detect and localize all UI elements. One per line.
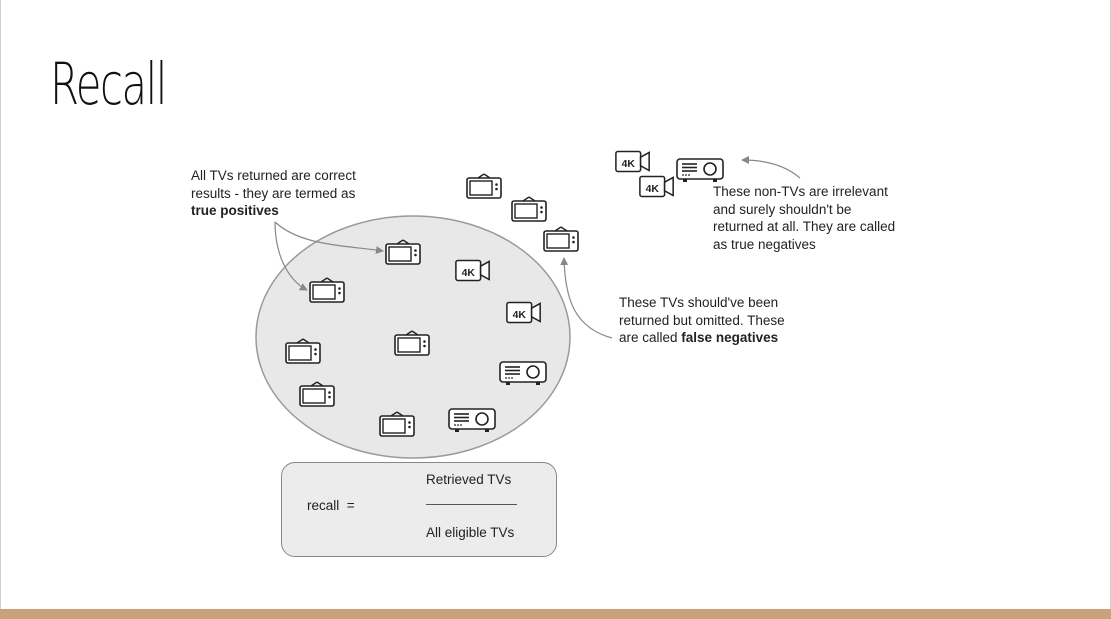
tv-icon	[466, 173, 502, 199]
tv-icon	[394, 330, 430, 356]
slide-title: Recall	[50, 50, 167, 118]
note-true-positives-term: true positives	[191, 203, 279, 218]
projector-icon	[676, 158, 724, 183]
4k-camera-icon	[506, 301, 541, 324]
projector-icon	[448, 408, 496, 433]
tv-icon	[309, 277, 345, 303]
arrow-false-negative	[560, 257, 613, 339]
tv-icon	[299, 381, 335, 407]
note-true-positives-text: All TVs returned are correct results - t…	[191, 168, 356, 201]
formula-lhs: recall =	[307, 498, 355, 513]
tv-icon	[543, 226, 579, 252]
tv-icon	[285, 338, 321, 364]
tv-icon	[511, 196, 547, 222]
formula-numerator: Retrieved TVs	[426, 472, 512, 487]
note-true-negatives: These non-TVs are irrelevant and surely …	[713, 184, 896, 252]
4k-camera-icon	[639, 175, 674, 198]
projector-icon	[499, 361, 547, 386]
note-false-negatives-text: These TVs should've been returned but om…	[619, 295, 785, 345]
4k-camera-icon	[455, 259, 490, 282]
fraction-bar	[426, 504, 517, 505]
arrow-true-positive-2	[274, 221, 308, 291]
tv-icon	[379, 411, 415, 437]
arrow-true-negative	[741, 156, 801, 179]
recall-formula-box	[281, 462, 557, 557]
formula-denominator: All eligible TVs	[426, 525, 515, 540]
note-false-negatives: These TVs should've been returned but om…	[619, 294, 794, 347]
arrow-true-positive-1	[274, 221, 384, 254]
tv-icon	[385, 239, 421, 265]
note-false-negatives-term: false negatives	[681, 330, 779, 345]
footer-bar	[0, 609, 1111, 619]
note-true-positives: All TVs returned are correct results - t…	[191, 167, 381, 220]
4k-camera-icon	[615, 150, 650, 173]
